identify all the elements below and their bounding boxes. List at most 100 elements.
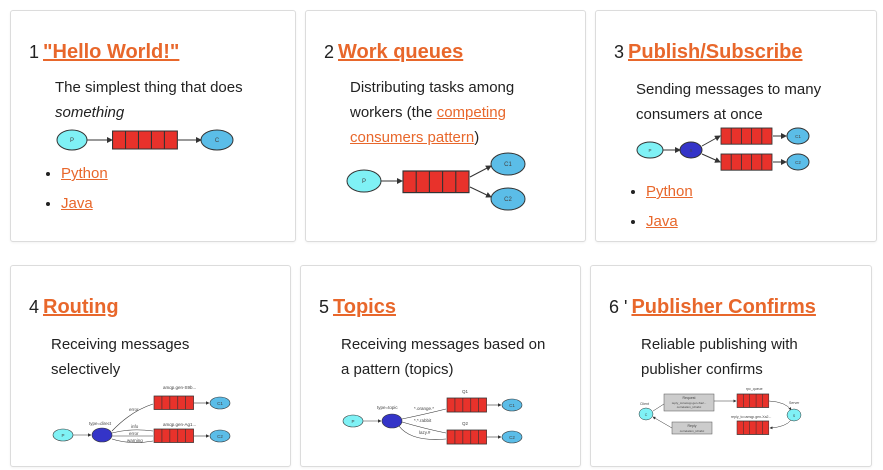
reply-correlation-id: correlation_id=abc xyxy=(680,429,705,433)
consumer-1-label: C1 xyxy=(217,401,223,406)
queue xyxy=(446,429,487,445)
card-heading: 1"Hello World!" xyxy=(29,41,179,64)
binding-key-label: *.orange.* xyxy=(414,406,434,411)
producer-label: P xyxy=(648,148,651,153)
rpc-queue-label: rpc_queue xyxy=(746,387,763,391)
tutorial-number: 5 xyxy=(319,297,330,317)
language-list: Python Java xyxy=(626,179,693,239)
producer-label: P xyxy=(61,433,64,438)
client-label: Client xyxy=(640,402,649,406)
exchange-type-label: type=direct xyxy=(89,421,112,426)
queue xyxy=(153,428,194,443)
consumer-2-label: C2 xyxy=(217,434,223,439)
request-reply-to: reply_to=amqp.gen-Xa2... xyxy=(672,401,707,405)
tutorial-card-1: 1"Hello World!" The simplest thing that … xyxy=(10,10,296,242)
desc-text: Receiving messages selectively xyxy=(51,336,190,378)
list-item: Python xyxy=(61,161,108,191)
list-item: Java xyxy=(646,209,693,239)
binding-key-label: *.*.rabbit xyxy=(414,418,432,423)
binding-key-label: warning xyxy=(127,438,143,443)
list-item: Java xyxy=(61,191,108,221)
producer-label: P xyxy=(362,179,366,185)
producer-label: P xyxy=(351,419,354,424)
queue xyxy=(736,420,770,435)
exchange-type-label: type=topic xyxy=(377,405,398,410)
tutorial-description: Receiving messages selectively xyxy=(51,332,221,382)
exchange-label: X xyxy=(689,148,692,153)
consumer-1-label: C1 xyxy=(795,134,801,139)
binding-key-label: lazy.# xyxy=(419,430,431,435)
tutorial-number: 6 ' xyxy=(609,297,628,317)
queue xyxy=(112,130,178,150)
consumer-2-label: C2 xyxy=(504,197,512,203)
topics-diagram: P type=topic *.orange.* *.*.rabbit lazy.… xyxy=(342,389,523,445)
publish-subscribe-diagram: P X C1 C2 xyxy=(636,127,810,171)
client-node-label: C xyxy=(645,413,648,417)
tutorial-title-link[interactable]: "Hello World!" xyxy=(43,41,180,63)
tutorial-number: 2 xyxy=(324,42,335,62)
server-node-label: S xyxy=(793,414,796,418)
server-label: Server xyxy=(789,401,800,405)
queue-name-label: Q1 xyxy=(462,389,469,394)
binding-key-label: info xyxy=(131,424,139,429)
tutorial-number: 1 xyxy=(29,42,40,62)
consumer-2-label: C2 xyxy=(509,435,515,440)
tutorial-title-link[interactable]: Routing xyxy=(43,296,119,318)
card-heading: 6 'Publisher Confirms xyxy=(609,296,816,319)
queue-name-label: amqp.gen-Ag1... xyxy=(163,422,196,427)
python-link[interactable]: Python xyxy=(61,165,108,182)
binding-key-label: error xyxy=(129,407,139,412)
queue xyxy=(736,393,770,408)
consumer-2-label: C2 xyxy=(795,160,801,165)
tutorial-title-link[interactable]: Topics xyxy=(333,296,396,318)
tutorial-description: Distributing tasks among workers (the co… xyxy=(350,75,560,150)
routing-diagram: P type=direct error info error warning a… xyxy=(52,385,231,443)
tutorial-number: 3 xyxy=(614,42,625,62)
java-link[interactable]: Java xyxy=(646,213,678,230)
tutorial-title-link[interactable]: Publisher Confirms xyxy=(631,296,816,318)
tutorial-title-link[interactable]: Publish/Subscribe xyxy=(628,41,803,63)
consumer-label: C xyxy=(215,138,220,144)
reply-label: Reply xyxy=(688,424,697,428)
queue xyxy=(153,395,194,410)
queue xyxy=(402,170,470,194)
tutorial-description: Sending messages to many consumers at on… xyxy=(636,77,846,127)
competing-consumers-link[interactable]: competing consumers pattern xyxy=(350,104,506,146)
desc-text: Receiving messages based on a pattern (t… xyxy=(341,336,546,378)
language-list: Python Java xyxy=(41,161,108,221)
consumer-1-label: C1 xyxy=(509,403,515,408)
python-link[interactable]: Python xyxy=(646,183,693,200)
consumer-1-label: C1 xyxy=(504,162,512,168)
publisher-confirms-diagram: Client C Request reply_to=amqp.gen-Xa2..… xyxy=(638,387,802,435)
queue-name-label: amqp.gen-S9b... xyxy=(163,385,196,390)
queue xyxy=(446,397,487,413)
desc-text: ) xyxy=(474,129,480,146)
desc-text: Reliable publishing with publisher confi… xyxy=(641,336,798,378)
hello-world-diagram: P C xyxy=(56,129,234,151)
producer-label: P xyxy=(70,138,74,144)
desc-text: The simplest thing that does xyxy=(55,79,243,96)
tutorial-description: Reliable publishing with publisher confi… xyxy=(641,332,821,382)
desc-text: Sending messages to many consumers at on… xyxy=(636,81,822,123)
request-correlation-id: correlation_id=abc xyxy=(677,405,702,409)
binding-key-label: error xyxy=(129,431,139,436)
tutorial-title-link[interactable]: Work queues xyxy=(338,41,464,63)
tutorial-card-6: 6 'Publisher Confirms Reliable publishin… xyxy=(590,265,872,467)
reply-queue-label: reply_to=amqp.gen-Xa2... xyxy=(731,415,771,419)
queue-name-label: Q2 xyxy=(462,421,469,426)
work-queues-diagram: P C1 C2 xyxy=(346,152,526,211)
tutorial-number: 4 xyxy=(29,297,40,317)
desc-text: Distributing tasks among workers (the xyxy=(350,79,515,121)
request-label: Request xyxy=(682,396,695,400)
java-link[interactable]: Java xyxy=(61,195,93,212)
queue xyxy=(720,127,773,145)
